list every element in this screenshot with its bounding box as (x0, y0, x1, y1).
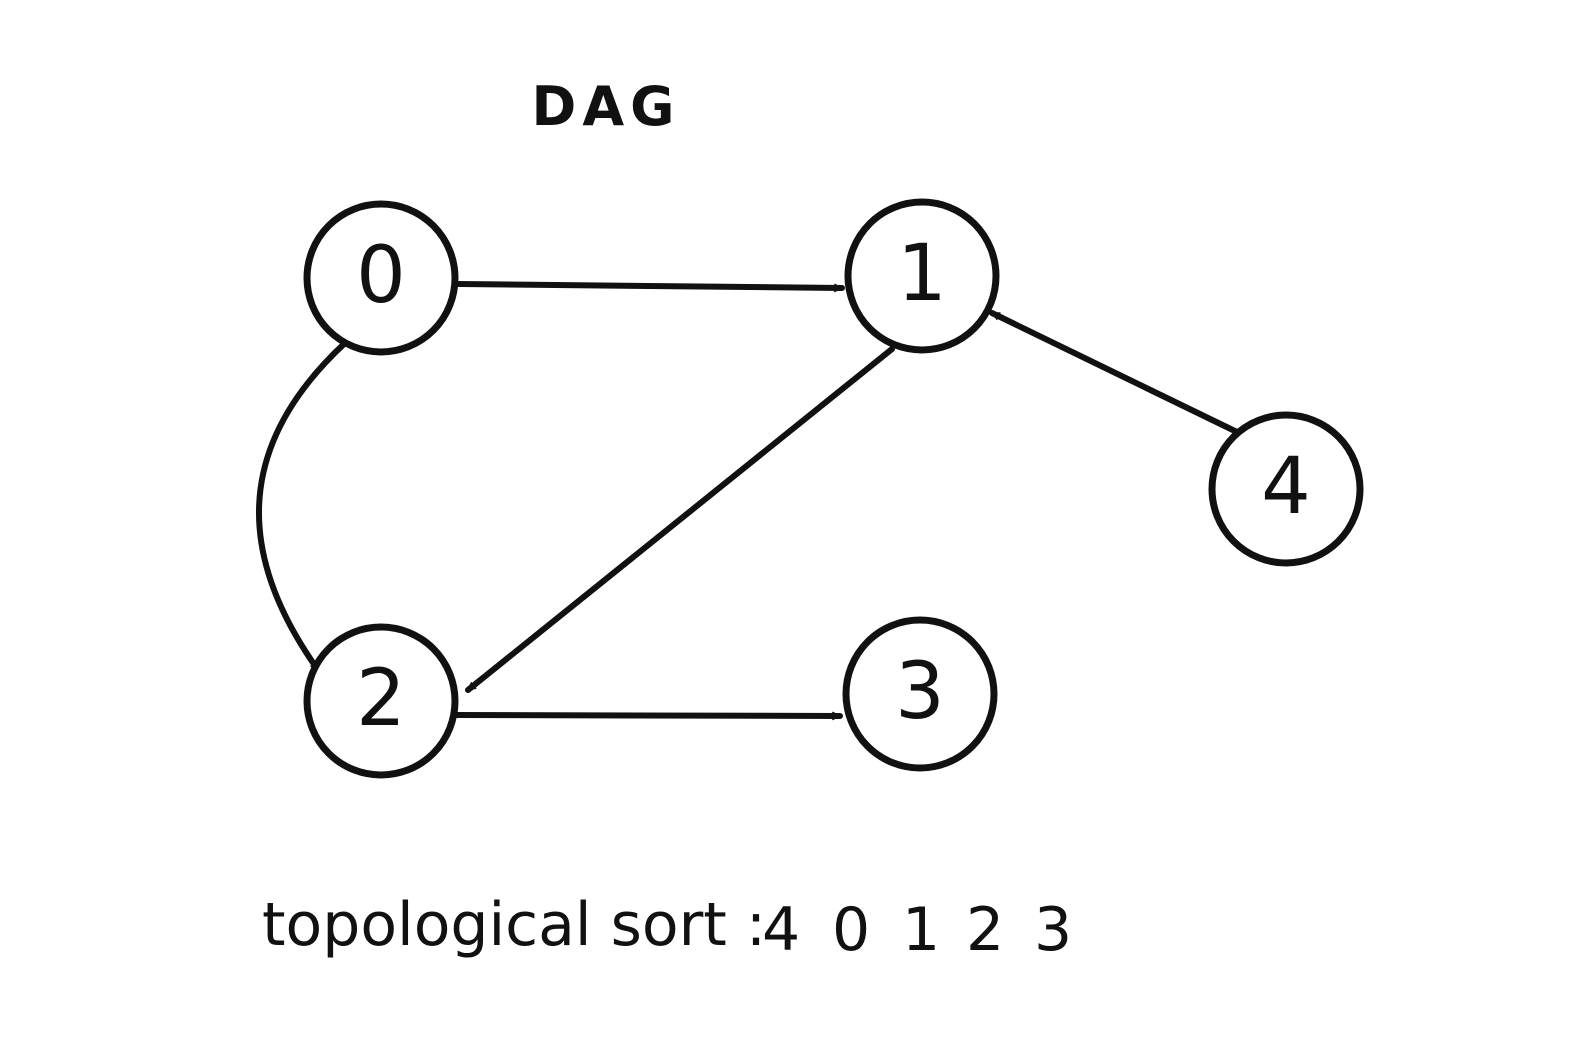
topological-sort-row: topological sort : 4 0 1 2 3 (262, 890, 1072, 965)
edge-1-to-2 (465, 346, 895, 693)
sort-order-item-4: 2 (966, 895, 1004, 965)
sort-order-item-1: 4 (762, 895, 800, 965)
node-0: 0 (303, 200, 459, 356)
node-2-label: 2 (356, 654, 406, 744)
node-3-circle (842, 616, 998, 772)
sort-order-item-5: 3 (1034, 895, 1072, 965)
node-3-label: 3 (895, 647, 945, 737)
edge-4-to-1 (989, 310, 1242, 436)
node-4-label: 4 (1261, 442, 1311, 532)
node-4: 4 (1208, 411, 1364, 567)
node-2-circle (303, 623, 459, 779)
diagram-title: DAG (532, 75, 681, 138)
topological-sort-label: topological sort : (262, 890, 766, 960)
edge-2-to-3 (454, 711, 843, 721)
edge-0-to-1 (456, 281, 845, 293)
sort-order-item-2: 0 (832, 895, 870, 965)
nodes-layer: 0 1 2 3 4 (303, 198, 1364, 779)
edge-0-to-2 (255, 340, 348, 673)
edges-layer (255, 281, 1242, 721)
sort-order-item-3: 1 (902, 895, 940, 965)
node-0-circle (303, 200, 459, 356)
node-1: 1 (844, 198, 1000, 354)
node-3: 3 (842, 616, 998, 772)
node-2: 2 (303, 623, 459, 779)
node-1-label: 1 (897, 229, 947, 319)
node-1-circle (844, 198, 1000, 354)
node-4-circle (1208, 411, 1364, 567)
node-0-label: 0 (356, 231, 406, 321)
